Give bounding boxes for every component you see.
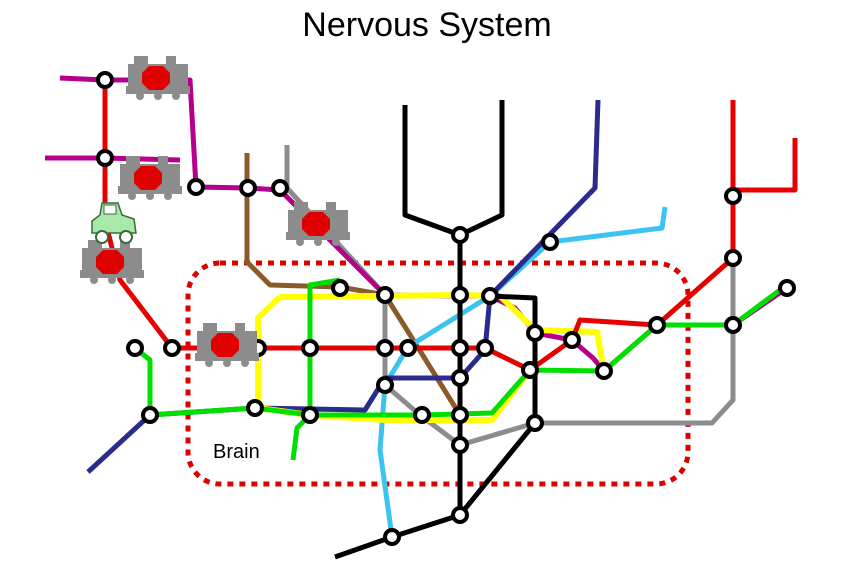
station[interactable] (187, 178, 205, 196)
train-icon (126, 56, 190, 100)
station[interactable] (526, 324, 544, 342)
green-line-branch (290, 277, 341, 461)
red-line-branch (730, 138, 798, 196)
station[interactable] (481, 287, 499, 305)
brown-line (244, 153, 463, 515)
station[interactable] (376, 339, 394, 357)
station[interactable] (163, 339, 181, 357)
station[interactable] (724, 249, 742, 267)
station[interactable] (451, 369, 469, 387)
station[interactable] (141, 406, 159, 424)
station[interactable] (724, 187, 742, 205)
station[interactable] (239, 179, 257, 197)
station[interactable] (541, 233, 559, 251)
station[interactable] (246, 399, 264, 417)
station[interactable] (451, 286, 469, 304)
station[interactable] (301, 406, 319, 424)
brain-label: Brain (213, 441, 260, 463)
station[interactable] (383, 528, 401, 546)
station[interactable] (526, 414, 544, 432)
station[interactable] (376, 376, 394, 394)
station[interactable] (451, 339, 469, 357)
red-line (102, 80, 736, 373)
station[interactable] (399, 339, 417, 357)
station[interactable] (376, 286, 394, 304)
car-icon (91, 202, 137, 244)
train-icon (195, 323, 259, 367)
station[interactable] (301, 339, 319, 357)
station[interactable] (451, 506, 469, 524)
station[interactable] (595, 362, 613, 380)
station[interactable] (271, 179, 289, 197)
station[interactable] (563, 331, 581, 349)
diagram-title: Nervous System (302, 6, 552, 44)
train-icon (286, 202, 350, 246)
station[interactable] (451, 406, 469, 424)
station[interactable] (126, 339, 144, 357)
cyan-line (377, 206, 668, 538)
station[interactable] (521, 361, 539, 379)
station[interactable] (476, 339, 494, 357)
station[interactable] (451, 436, 469, 454)
station[interactable] (778, 279, 796, 297)
station[interactable] (96, 71, 114, 89)
station[interactable] (724, 316, 742, 334)
station[interactable] (648, 316, 666, 334)
station[interactable] (331, 279, 349, 297)
station[interactable] (451, 226, 469, 244)
train-icon (118, 156, 182, 200)
station[interactable] (413, 406, 431, 424)
station[interactable] (96, 149, 114, 167)
brain-region-border (185, 260, 691, 487)
